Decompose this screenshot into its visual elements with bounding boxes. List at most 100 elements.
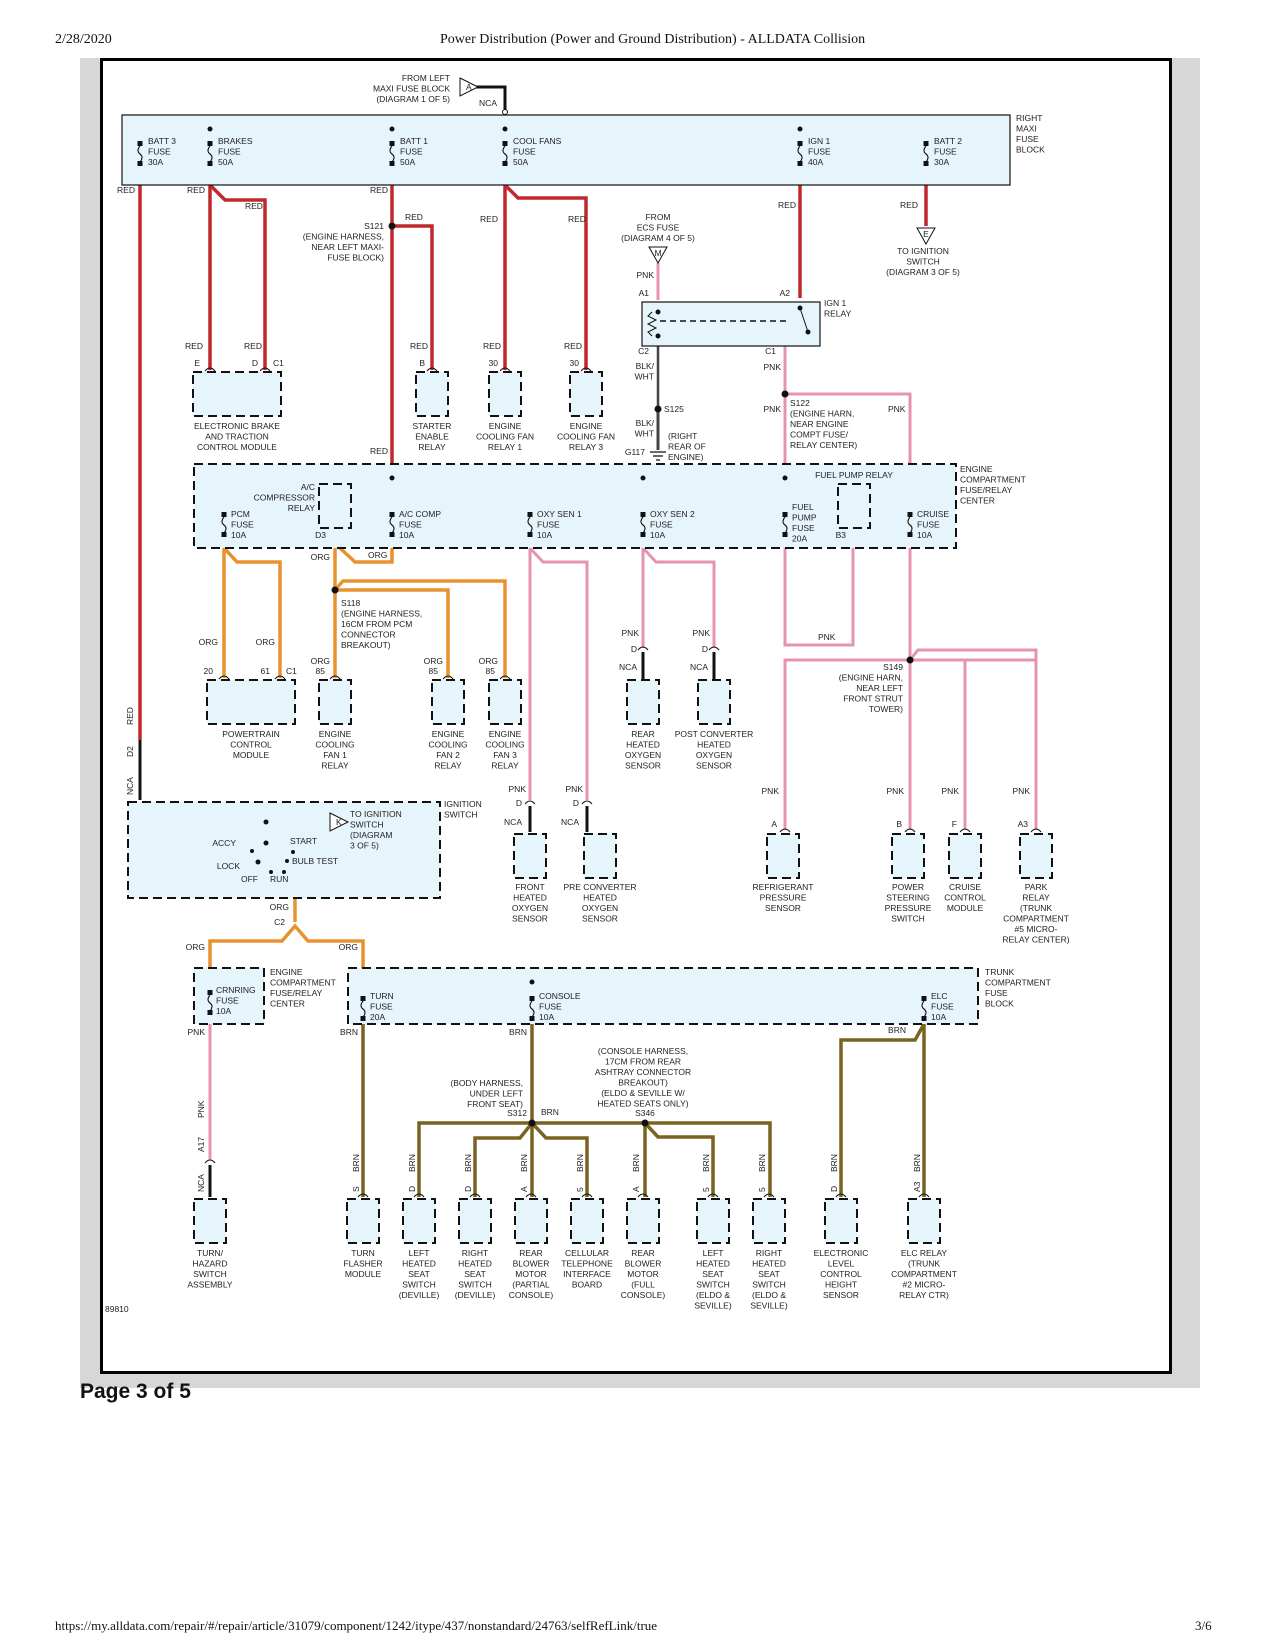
component-label: COOLING — [428, 740, 467, 750]
to-ignition-e-label: TO IGNITION — [897, 246, 949, 256]
splice-s346-label: HEATED SEATS ONLY) — [597, 1099, 688, 1109]
splice-dot — [782, 475, 788, 481]
component-label: ENGINE — [489, 421, 522, 431]
component-label: (DEVILLE) — [455, 1290, 496, 1300]
footer-url[interactable]: https://my.alldata.com/repair/#/repair/a… — [55, 1618, 658, 1633]
source-a-label: MAXI FUSE BLOCK — [373, 84, 450, 94]
component-label: COOLING — [485, 740, 524, 750]
crnring-fuse-box — [193, 967, 265, 1025]
fuse-type: FUSE — [400, 147, 423, 157]
connector-pin — [204, 1159, 216, 1164]
pin-label: D3 — [315, 530, 326, 540]
wire-color-label: BRN — [912, 1154, 922, 1172]
component-label: HEATED — [583, 893, 617, 903]
wire-color-label: BRN — [757, 1154, 767, 1172]
component-label: MOTOR — [627, 1269, 658, 1279]
relay-coil-icon — [646, 311, 658, 337]
splice-s122 — [781, 390, 789, 398]
engine-fuse-terminal — [527, 532, 533, 537]
wire-color-label: BRN — [829, 1154, 839, 1172]
block-label: COMPARTMENT — [960, 475, 1026, 485]
component-label: MOTOR — [515, 1269, 546, 1279]
pin-label: 85 — [316, 666, 326, 676]
pin-label: 5 — [575, 1187, 585, 1192]
splice-s121-label: S121 — [364, 221, 384, 231]
wire-color-label: BLK/ — [636, 361, 655, 371]
fuse-name: TURN — [370, 991, 394, 1001]
component-label: FRONT — [515, 882, 544, 892]
ground-location-label: ENGINE) — [668, 452, 704, 462]
wire-color-label: PNK — [887, 786, 905, 796]
block-label: COMPARTMENT — [270, 978, 336, 988]
to-ignition-e-label: (DIAGRAM 3 OF 5) — [886, 267, 960, 277]
component-label: ASSEMBLY — [187, 1280, 233, 1290]
from-ecs-label: FROM — [645, 212, 670, 222]
fuse-type: FUSE — [650, 520, 673, 530]
pink-wire-park — [908, 648, 1038, 830]
connector-pin — [581, 800, 593, 805]
pin-label: 20 — [204, 666, 214, 676]
to-ignition-e-label: SWITCH — [906, 257, 940, 267]
component-label: POWER — [892, 882, 924, 892]
connector-pin — [469, 1193, 481, 1198]
splice-dot — [640, 475, 646, 481]
ign1-relay — [641, 301, 821, 347]
splice-dot — [291, 850, 295, 854]
nca-label: NCA — [690, 662, 708, 672]
wire-color-label: ORG — [256, 637, 275, 647]
nca-label: NCA — [504, 817, 522, 827]
splice-s118-label: 16CM FROM PCM — [341, 619, 412, 629]
component-label: RELAY 3 — [569, 442, 603, 452]
component-oxygen-sensor — [697, 679, 731, 725]
wire-color-label: RED — [564, 341, 582, 351]
right-maxi-fuse-block — [121, 114, 1011, 186]
wire-color-label: RED — [410, 341, 428, 351]
wire-color-label: RED — [370, 185, 388, 195]
fuse-name: IGN 1 — [808, 136, 830, 146]
wire-color-label: PNK — [566, 784, 584, 794]
pin-label: B3 — [836, 530, 847, 540]
maxi-fuse-element — [137, 145, 143, 163]
maxi-fuse-element — [389, 145, 395, 163]
component-label: COMPARTMENT — [891, 1269, 957, 1279]
wire-color-label: PNK — [818, 632, 836, 642]
component-label: RELAY 1 — [488, 442, 522, 452]
connector-pin — [707, 1193, 719, 1198]
splice-s346-label: BREAKOUT) — [618, 1078, 668, 1088]
splice-s118-label: BREAKOUT) — [341, 640, 391, 650]
component-label: FAN 3 — [493, 750, 517, 760]
component-label: SEAT — [408, 1269, 430, 1279]
pin-label: 85 — [486, 666, 496, 676]
pin-label: 5 — [701, 1187, 711, 1192]
maxi-fuse-terminal — [923, 161, 929, 166]
engine-fuse-terminal — [782, 532, 788, 537]
wire-color-label: ORG — [199, 637, 218, 647]
engine-fuse-element — [221, 516, 227, 534]
splice-dot — [655, 309, 661, 315]
wire-color-label: BRN — [701, 1154, 711, 1172]
connector-letter: E — [923, 229, 929, 239]
pin-label: D — [829, 1186, 839, 1192]
ground-icon — [650, 451, 666, 461]
component-label: REAR — [631, 1248, 655, 1258]
component-label: ENGINE — [570, 421, 603, 431]
to-ignition-k-icon — [329, 812, 350, 832]
splice-s122-label: (ENGINE HARN, — [790, 409, 854, 419]
ground-location-label: REAR OF — [668, 442, 706, 452]
from-ecs-icon — [648, 246, 668, 265]
component-label: CELLULAR — [565, 1248, 609, 1258]
component-label: AND TRACTION — [205, 432, 269, 442]
pink-wire-cruise — [785, 392, 912, 660]
block-label: IGNITION — [444, 799, 482, 809]
wire-color-label: PNK — [693, 628, 711, 638]
splice-s118 — [331, 586, 339, 594]
engine-fuse-terminal — [640, 512, 646, 517]
block-label: BLOCK — [1016, 145, 1045, 155]
component-label: RELAY — [321, 761, 349, 771]
component-row4 — [458, 1198, 492, 1244]
wire-color-label: RED — [568, 214, 586, 224]
component-label: BOARD — [572, 1280, 602, 1290]
component-label: FAN 1 — [323, 750, 347, 760]
component-row4 — [402, 1198, 436, 1244]
component-label: FLASHER — [343, 1259, 382, 1269]
